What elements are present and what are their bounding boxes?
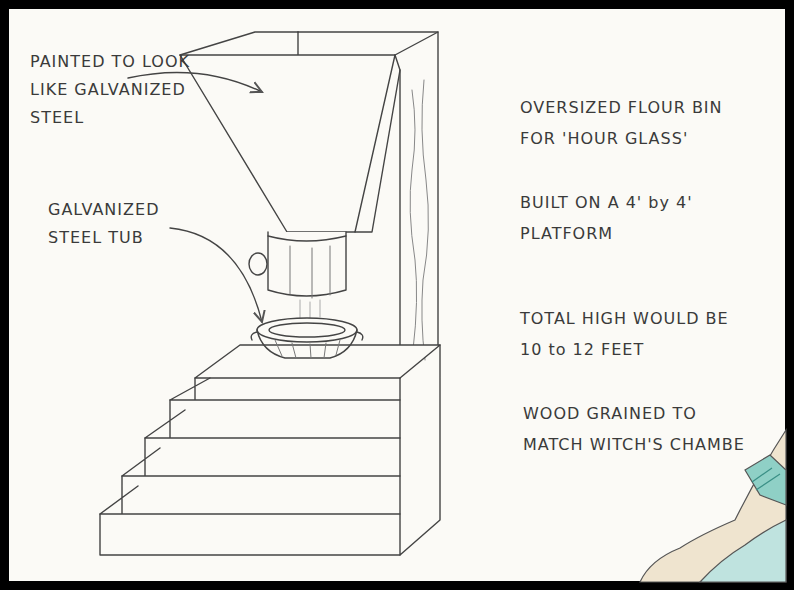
callout-note: GALVANIZED STEEL TUB [48,196,198,252]
design-note: OVERSIZED FLOUR BIN FOR 'HOUR GLASS' [520,92,750,154]
design-note: BUILT ON A 4' by 4' PLATFORM [520,187,750,249]
design-note: WOOD GRAINED TO MATCH WITCH'S CHAMBE [520,398,756,460]
callout-note: PAINTED TO LOOK LIKE GALVANIZED STEEL [30,48,210,132]
design-note: TOTAL HIGH WOULD BE 10 to 12 FEET [520,303,750,365]
